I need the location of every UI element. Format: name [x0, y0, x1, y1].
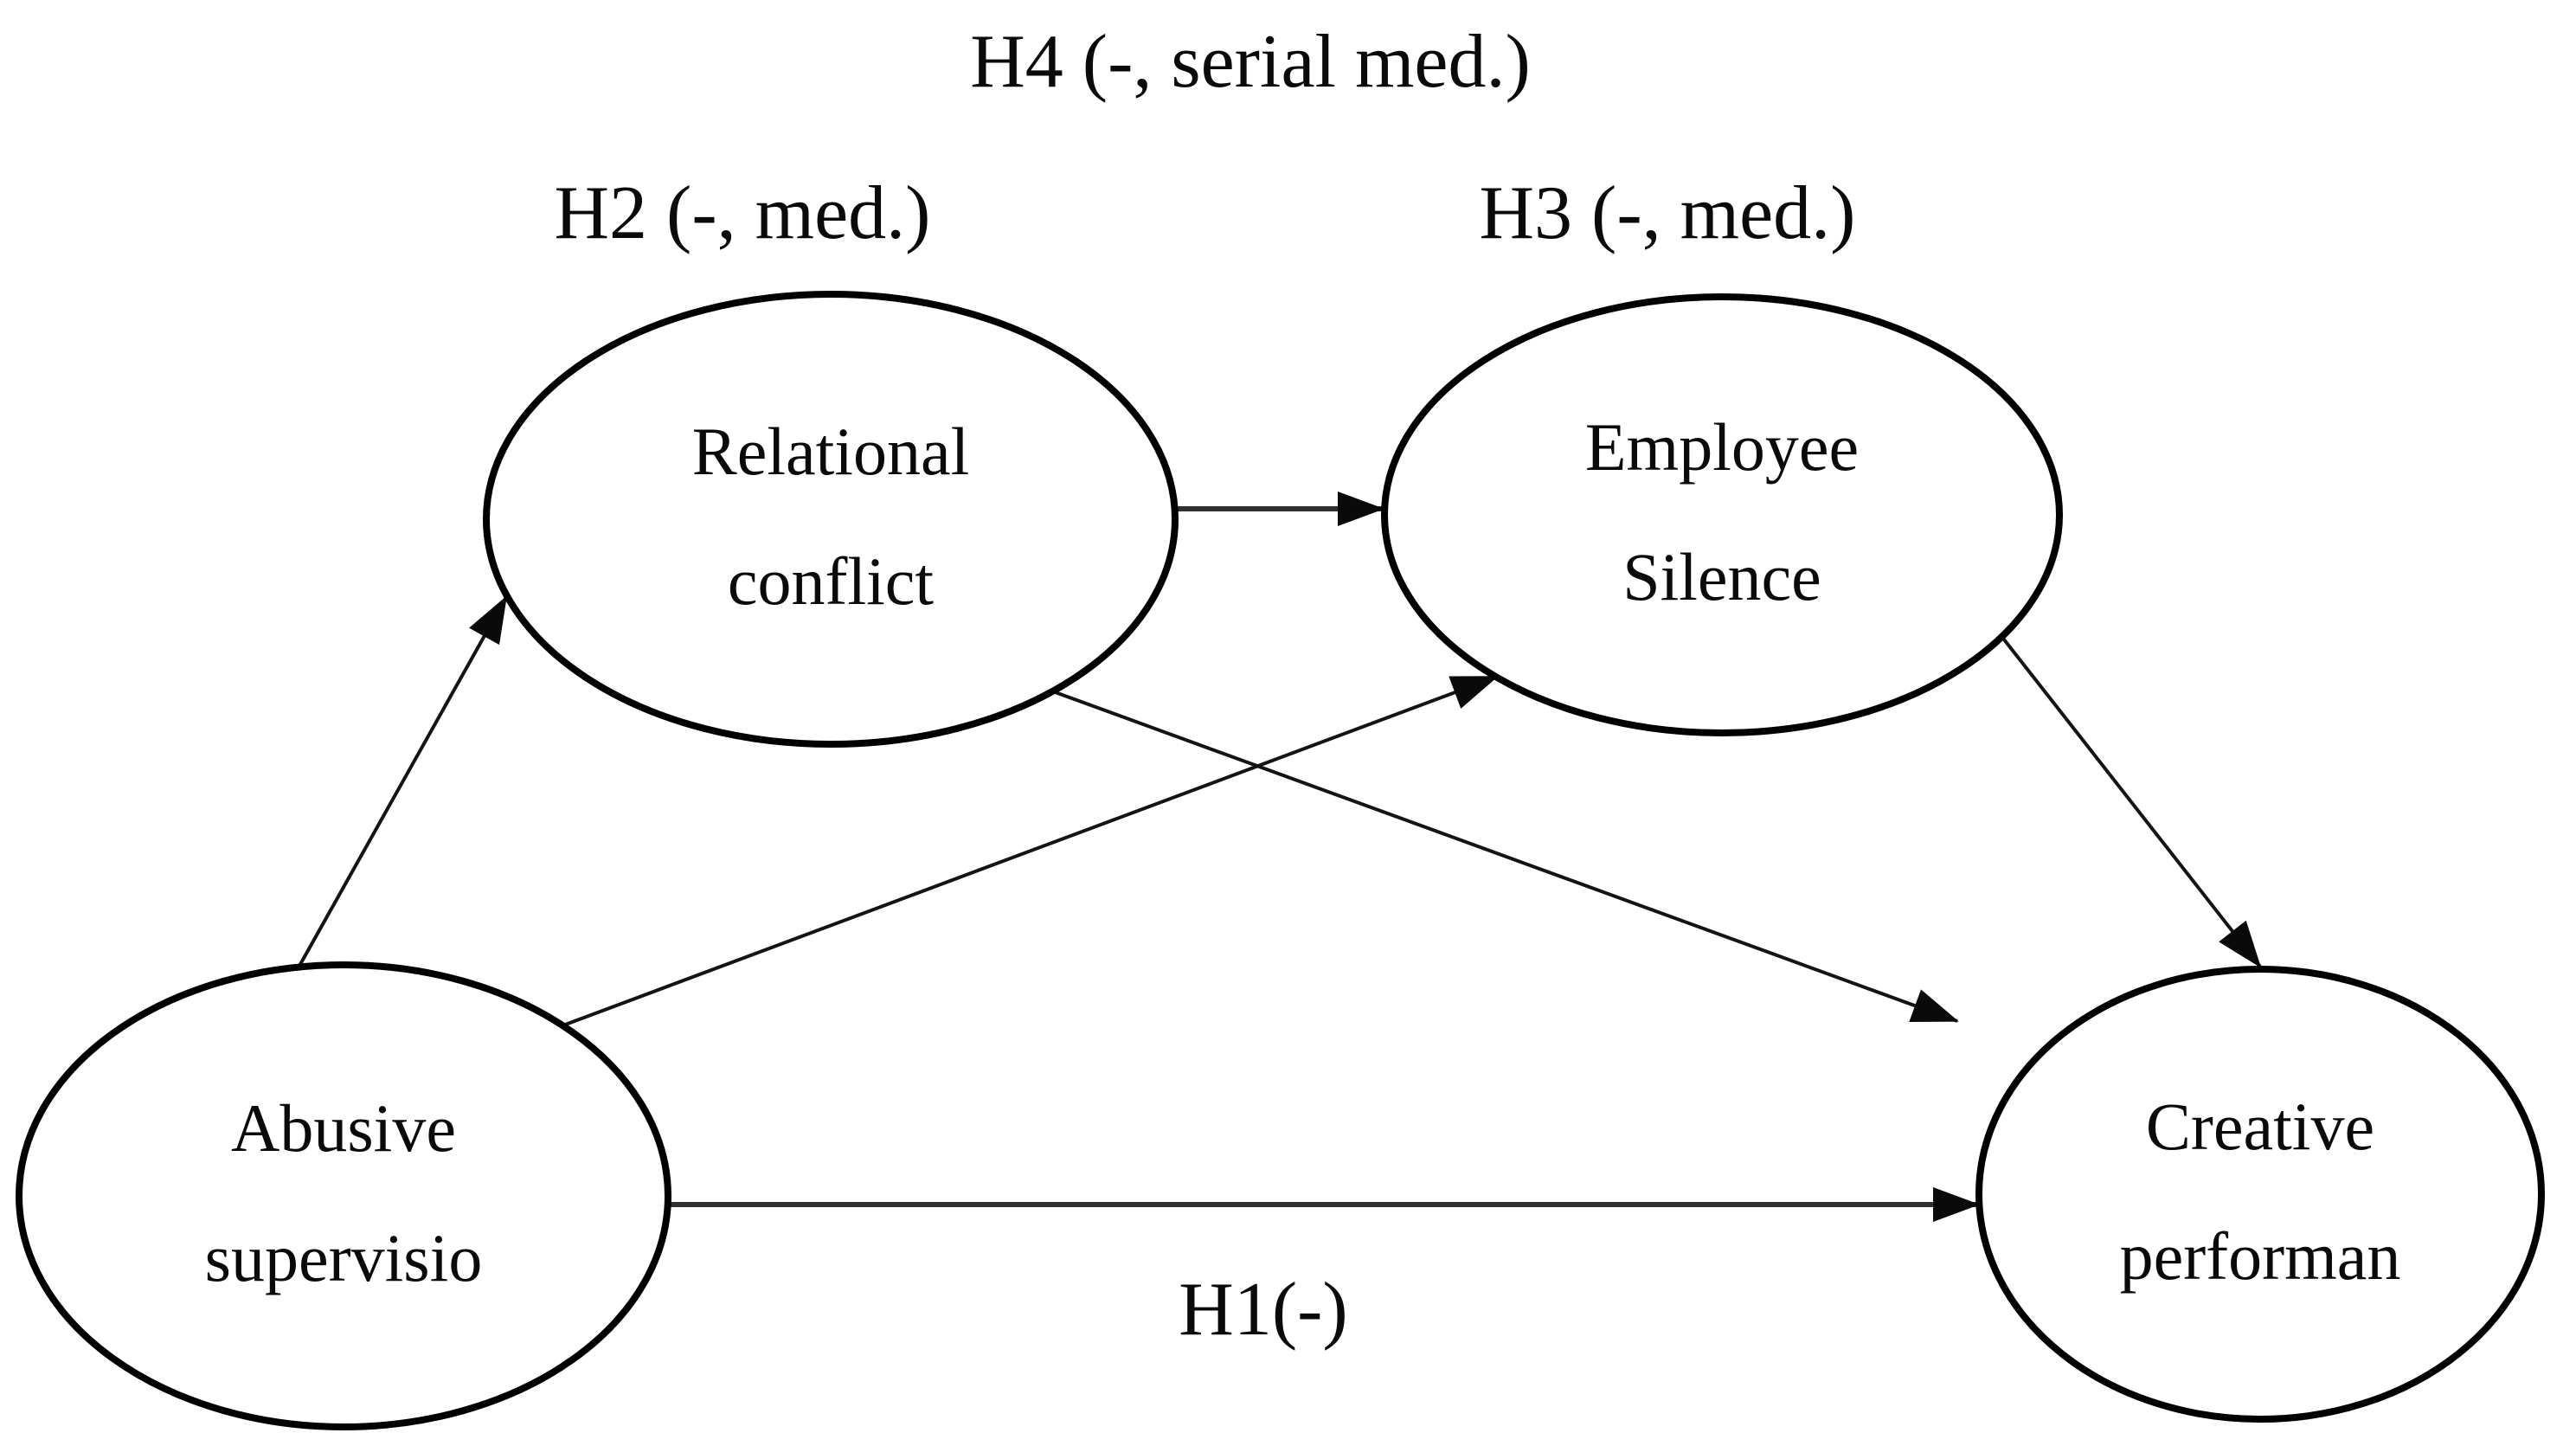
node-employee-silence: Employee Silence: [1381, 293, 2063, 736]
employee-silence-ellipse: [1381, 293, 2063, 736]
arrow-abusive-to-conflict: [297, 595, 508, 968]
abusive-supervision-label-line2: supervisio: [205, 1220, 483, 1295]
creative-performance-label-line2: performan: [2120, 1218, 2401, 1294]
arrow-abusive-to-silence: [560, 675, 1499, 1028]
employee-silence-label-line1: Employee: [1585, 409, 1859, 485]
employee-silence-label-line2: Silence: [1622, 539, 1821, 614]
hypothesis-h1-label: H1(-): [1179, 1268, 1347, 1352]
node-creative-performance: Creative performan: [1975, 966, 2545, 1423]
node-abusive-supervision: Abusive supervisio: [16, 961, 671, 1430]
arrow-conflict-to-creative: [1050, 689, 1959, 1023]
relational-conflict-label-line2: conflict: [728, 543, 935, 619]
hypothesis-h4-label: H4 (-, serial med.): [970, 20, 1531, 104]
arrow-silence-to-creative: [1993, 626, 2262, 968]
abusive-supervision-ellipse: [16, 961, 671, 1430]
relational-conflict-label-line1: Relational: [692, 414, 970, 489]
abusive-supervision-label-line1: Abusive: [231, 1090, 456, 1166]
creative-performance-label-line1: Creative: [2146, 1089, 2374, 1164]
creative-performance-ellipse: [1975, 966, 2545, 1423]
hypothesis-h3-label: H3 (-, med.): [1480, 171, 1856, 255]
node-relational-conflict: Relational conflict: [483, 291, 1179, 748]
hypothesis-h2-label: H2 (-, med.): [555, 171, 931, 255]
relational-conflict-ellipse: [483, 291, 1179, 748]
